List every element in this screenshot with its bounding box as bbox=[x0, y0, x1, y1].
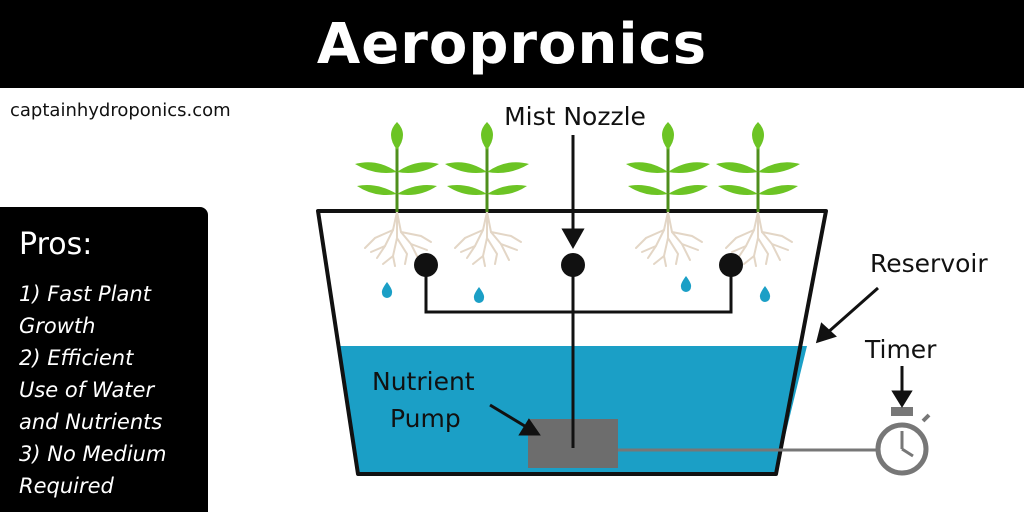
mist-nozzle-center bbox=[561, 253, 585, 277]
page-title: Aeropronics bbox=[316, 11, 708, 77]
mist-droplet bbox=[473, 287, 485, 303]
mist-nozzle-right bbox=[719, 253, 743, 277]
title-bar: Aeropronics bbox=[0, 0, 1024, 88]
pump-arrow bbox=[489, 403, 529, 430]
pump-label-line-2: Pump bbox=[390, 404, 461, 433]
pros-item-2-line-1: 2) Efficient bbox=[19, 346, 134, 370]
reservoir-tank bbox=[316, 209, 828, 476]
mist-droplet bbox=[381, 282, 393, 298]
pros-item-1-line-1: 1) Fast Plant bbox=[19, 282, 151, 306]
pump-label-line-1: Nutrient bbox=[372, 367, 475, 396]
reservoir-label: Reservoir bbox=[870, 249, 988, 278]
mist-nozzle-left bbox=[414, 253, 438, 277]
mist-pipe-network bbox=[424, 265, 733, 448]
mist-nozzle-label: Mist Nozzle bbox=[504, 102, 646, 131]
plant-1 bbox=[353, 120, 441, 268]
pros-panel: Pros: 1) Fast Plant Growth 2) Efficient … bbox=[0, 207, 208, 512]
pros-heading: Pros: bbox=[19, 227, 93, 262]
reservoir-arrow bbox=[825, 286, 879, 336]
pros-item-2-line-2: Use of Water bbox=[19, 378, 155, 402]
pros-list: 1) Fast Plant Growth 2) Efficient Use of… bbox=[19, 278, 208, 502]
plant-4 bbox=[714, 120, 802, 268]
pros-item-1-line-2: Growth bbox=[19, 314, 96, 338]
pros-item-2-line-3: and Nutrients bbox=[19, 410, 163, 434]
mist-droplet bbox=[680, 276, 692, 292]
plant-3 bbox=[624, 120, 712, 268]
plant-2 bbox=[443, 120, 531, 268]
stopwatch-icon bbox=[875, 407, 931, 476]
mist-droplet bbox=[759, 286, 771, 302]
pros-item-3-line-2: Required bbox=[19, 474, 114, 498]
site-url: captainhydroponics.com bbox=[10, 100, 231, 121]
timer-label: Timer bbox=[864, 335, 937, 364]
pros-item-3-line-1: 3) No Medium bbox=[19, 442, 167, 466]
